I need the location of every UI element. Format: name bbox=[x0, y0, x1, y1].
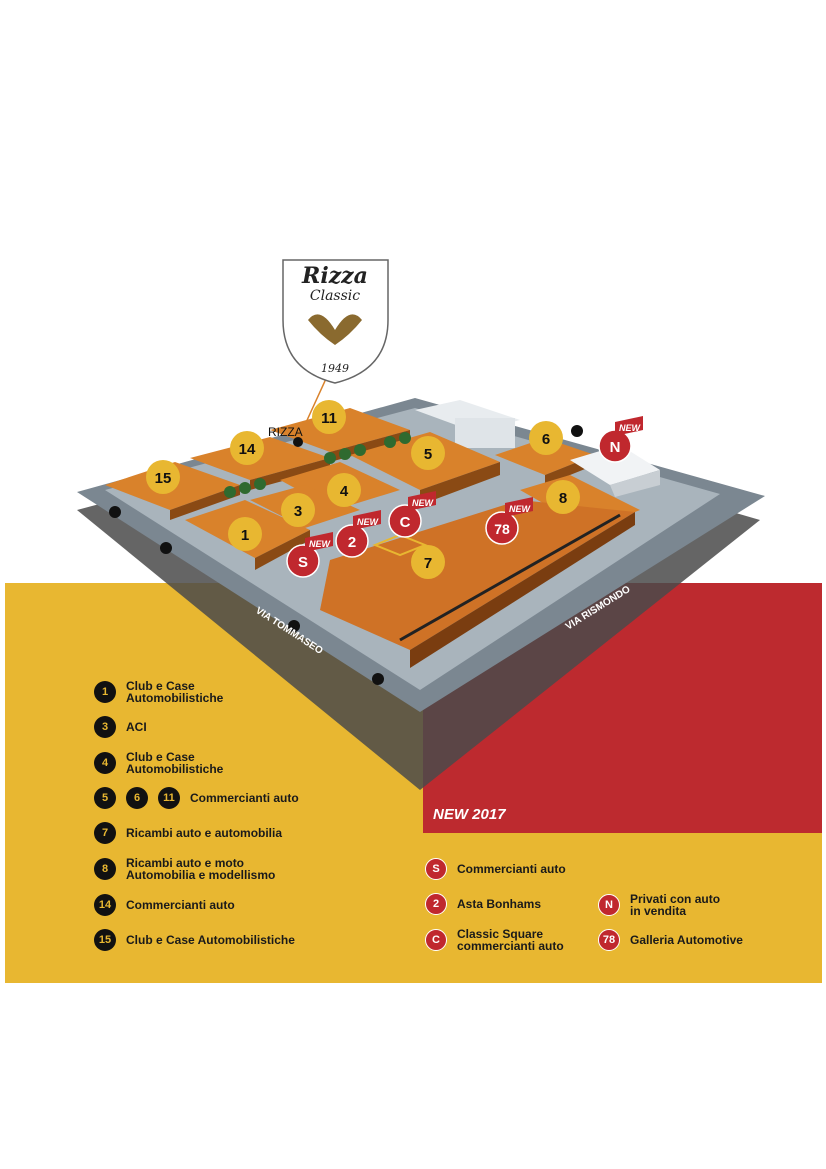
building-7-78[interactable] bbox=[320, 500, 635, 650]
marker-6[interactable]: 6 bbox=[529, 421, 563, 455]
building-n[interactable] bbox=[570, 445, 660, 485]
marker-15[interactable]: 15 bbox=[146, 460, 180, 494]
logo-line2: Classic bbox=[310, 288, 360, 304]
svg-text:NEW: NEW bbox=[412, 498, 435, 508]
legend-item-3: 3 ACI bbox=[94, 716, 147, 738]
logo-line1: Rizza bbox=[301, 263, 368, 289]
rizza-logo bbox=[282, 259, 389, 384]
trees bbox=[224, 432, 411, 498]
marker-4[interactable]: 4 bbox=[327, 473, 361, 507]
svg-text:5: 5 bbox=[424, 446, 432, 463]
legend-badge: 15 bbox=[94, 929, 116, 951]
marker-5[interactable]: 5 bbox=[411, 436, 445, 470]
new-tag-78: NEW bbox=[505, 497, 533, 517]
legend-badge: 6 bbox=[126, 787, 148, 809]
new-tag-c: NEW bbox=[408, 491, 436, 511]
svg-text:3: 3 bbox=[294, 503, 302, 520]
rizza-label: RIZZA bbox=[268, 425, 303, 439]
legend-badge: 3 bbox=[94, 716, 116, 738]
new-tag-2: NEW bbox=[353, 510, 381, 530]
marker-3[interactable]: 3 bbox=[281, 493, 315, 527]
svg-text:6: 6 bbox=[542, 431, 550, 448]
marker-11[interactable]: 11 bbox=[312, 400, 346, 434]
marker-1[interactable]: 1 bbox=[228, 517, 262, 551]
building-6[interactable] bbox=[495, 438, 595, 475]
eagle-icon bbox=[308, 314, 362, 345]
new-2017-heading: NEW 2017 bbox=[433, 806, 506, 823]
marker-2[interactable]: 2 bbox=[335, 524, 369, 558]
svg-text:78: 78 bbox=[494, 521, 510, 537]
legend-badge-new: S bbox=[425, 858, 447, 880]
legend-badge: 5 bbox=[94, 787, 116, 809]
marker-7[interactable]: 7 bbox=[411, 545, 445, 579]
entrance-points bbox=[109, 425, 583, 685]
legend-badge: 14 bbox=[94, 894, 116, 916]
svg-text:S: S bbox=[298, 554, 308, 571]
legend-badge: 1 bbox=[94, 681, 116, 703]
legend-badge-new: 2 bbox=[425, 893, 447, 915]
marker-s[interactable]: S bbox=[286, 544, 320, 578]
logo-year: 1949 bbox=[321, 362, 349, 375]
legend-badge-new: 78 bbox=[598, 929, 620, 951]
legend-item-7: 7 Ricambi auto e automobilia bbox=[94, 822, 282, 844]
new-tag-s: NEW bbox=[305, 532, 333, 552]
legend-new-78: 78 Galleria Automotive bbox=[598, 929, 743, 951]
svg-text:11: 11 bbox=[321, 410, 337, 427]
legend-item-15: 15 Club e Case Automobilistiche bbox=[94, 929, 295, 951]
svg-text:NEW: NEW bbox=[357, 517, 380, 527]
legend-new-s: S Commercianti auto bbox=[425, 858, 566, 880]
building-11[interactable] bbox=[270, 408, 410, 452]
legend-item-14: 14 Commercianti auto bbox=[94, 894, 235, 916]
marker-c[interactable]: C bbox=[388, 504, 422, 538]
legend-badge: 4 bbox=[94, 752, 116, 774]
svg-text:14: 14 bbox=[239, 441, 256, 458]
svg-text:7: 7 bbox=[424, 555, 432, 572]
svg-text:NEW: NEW bbox=[509, 504, 532, 514]
svg-text:15: 15 bbox=[155, 470, 172, 487]
legend-badge: 11 bbox=[158, 787, 180, 809]
svg-text:8: 8 bbox=[559, 490, 567, 507]
rizza-point[interactable] bbox=[293, 437, 303, 447]
marker-14[interactable]: 14 bbox=[230, 431, 264, 465]
legend-new-2: 2 Asta Bonhams bbox=[425, 893, 541, 915]
svg-text:N: N bbox=[610, 439, 621, 456]
legend-badge: 8 bbox=[94, 858, 116, 880]
legend-badge-new: N bbox=[598, 894, 620, 916]
marker-8[interactable]: 8 bbox=[546, 480, 580, 514]
classic-square bbox=[372, 533, 428, 557]
svg-text:4: 4 bbox=[340, 483, 349, 500]
legend-badge-new: C bbox=[425, 929, 447, 951]
svg-text:1: 1 bbox=[241, 527, 249, 544]
legend-badge: 7 bbox=[94, 822, 116, 844]
new-tag-n: NEW bbox=[615, 416, 643, 436]
svg-text:2: 2 bbox=[348, 534, 356, 551]
svg-text:NEW: NEW bbox=[619, 423, 642, 433]
svg-text:C: C bbox=[400, 514, 411, 531]
svg-text:NEW: NEW bbox=[309, 539, 332, 549]
marker-78[interactable]: 78 bbox=[485, 511, 519, 545]
legend-item-5-6-11: 5 6 11 Commercianti auto bbox=[94, 787, 299, 809]
